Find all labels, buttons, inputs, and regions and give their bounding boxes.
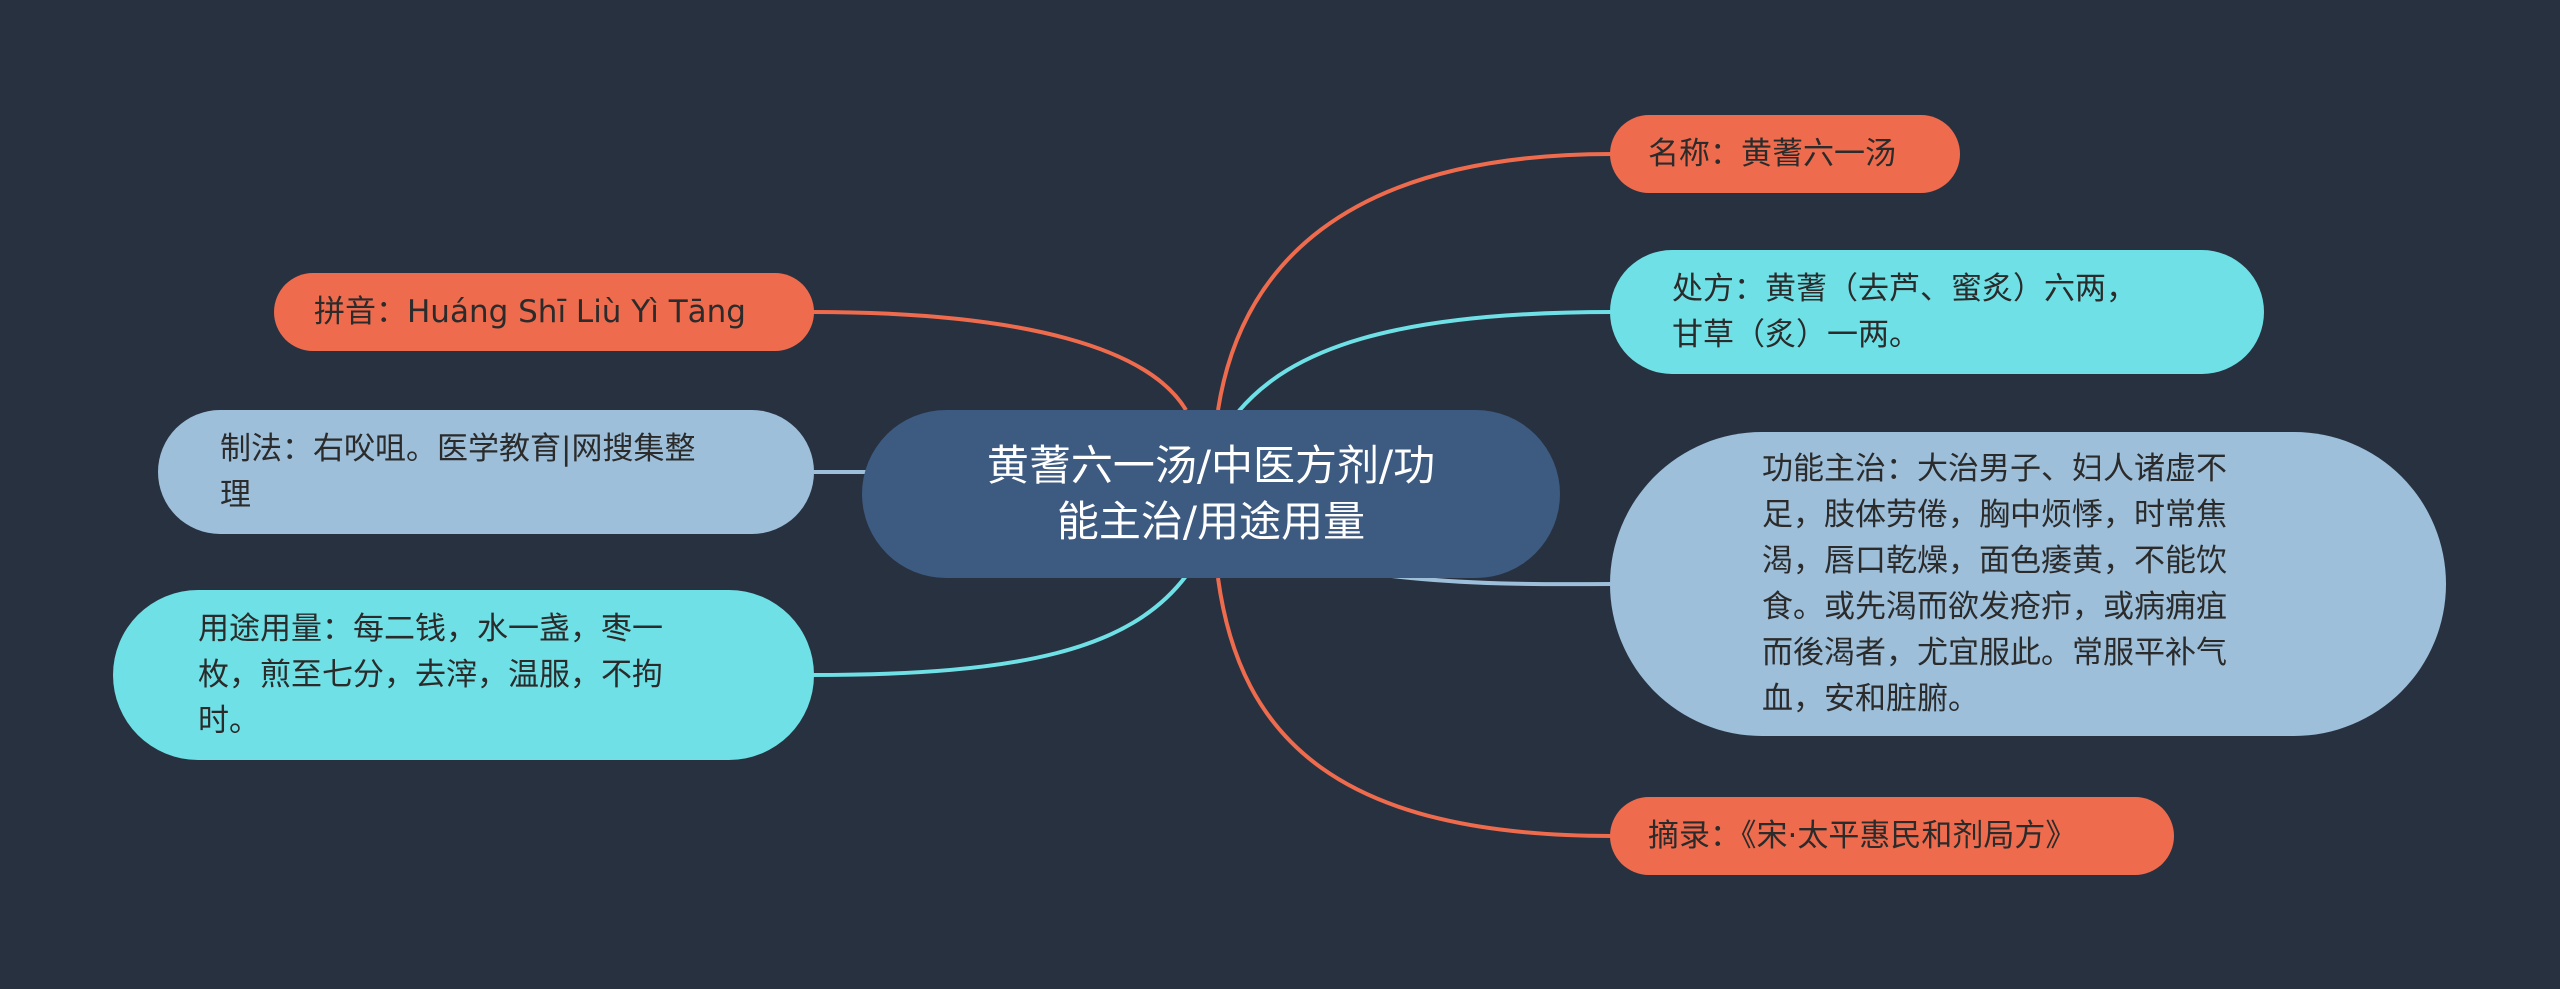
branch-excerpt[interactable]: 摘录：《宋·太平惠民和剂局方》 [1610,797,2174,875]
branch-usage[interactable]: 用途用量：每二钱，水一盏，枣一 枚，煎至七分，去滓，温服，不拘 时。 [113,590,814,760]
link-excerpt [1216,577,1613,838]
link-indications [1391,574,1613,587]
branch-preparation-label: 制法：右㕮咀。医学教育|网搜集整 理 [220,431,696,513]
central-topic[interactable]: 黄蓍六一汤/中医方剂/功 能主治/用途用量 [862,410,1560,578]
branch-name-label: 名称：黄蓍六一汤 [1648,136,1896,172]
branch-usage-label: 用途用量：每二钱，水一盏，枣一 枚，煎至七分，去滓，温服，不拘 时。 [198,611,663,739]
branch-pinyin[interactable]: 拼音：Huáng Shī Liù Yì Tāng [274,273,814,351]
link-name [1216,152,1613,411]
branch-prescription[interactable]: 处方：黄蓍（去芦、蜜炙）六两， 甘草（炙）一两。 [1610,250,2264,374]
branch-preparation[interactable]: 制法：右㕮咀。医学教育|网搜集整 理 [158,410,814,534]
branch-excerpt-label: 摘录：《宋·太平惠民和剂局方》 [1648,818,2077,854]
branch-prescription-label: 处方：黄蓍（去芦、蜜炙）六两， 甘草（炙）一两。 [1672,271,2137,353]
link-prescription [1236,310,1613,414]
central-topic-label: 黄蓍六一汤/中医方剂/功 能主治/用途用量 [986,441,1436,546]
branch-indications[interactable]: 功能主治：大治男子、妇人诸虚不 足，肢体劳倦，胸中烦悸，时常焦 渴，唇口乾燥，面… [1610,432,2446,736]
branch-pinyin-label: 拼音：Huáng Shī Liù Yì Tāng [314,294,746,330]
link-pinyin [811,310,1188,412]
link-usage [811,574,1188,677]
branch-name[interactable]: 名称：黄蓍六一汤 [1610,115,1960,193]
branch-indications-label: 功能主治：大治男子、妇人诸虚不 足，肢体劳倦，胸中烦悸，时常焦 渴，唇口乾燥，面… [1762,451,2227,717]
